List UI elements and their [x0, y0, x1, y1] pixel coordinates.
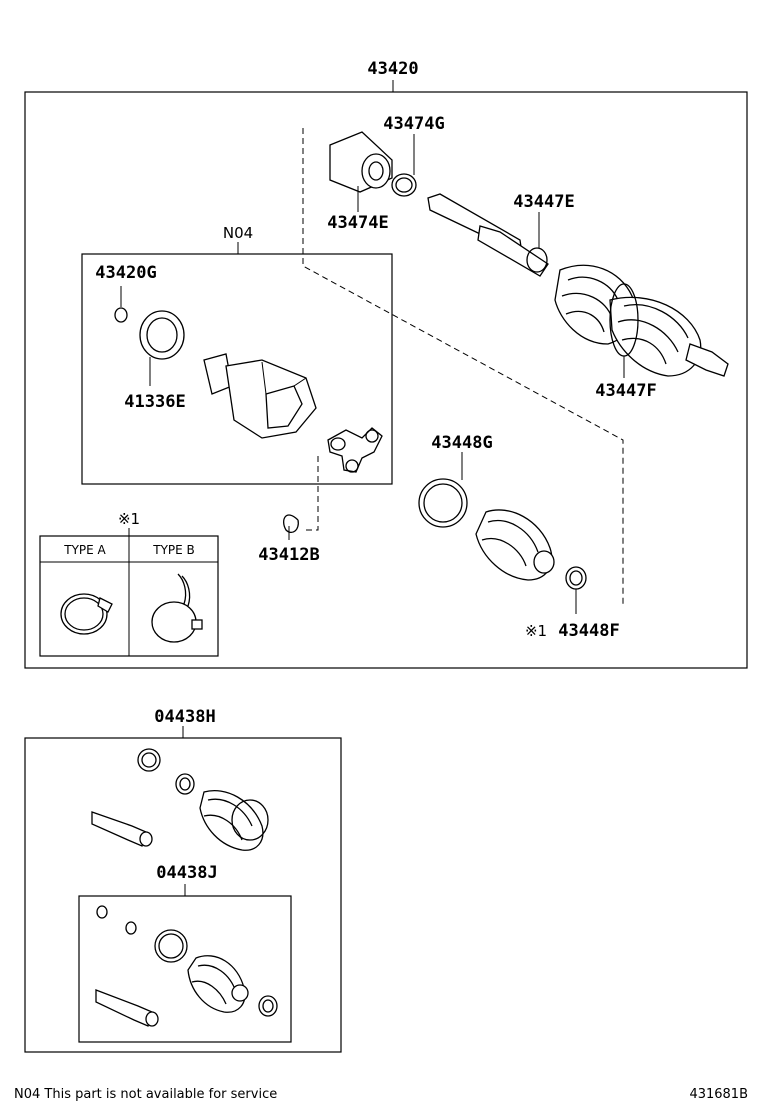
drive-shaft-part[interactable] [427, 193, 729, 377]
small-band-note-mark: ※1 [525, 622, 547, 640]
inner-boot-part[interactable] [475, 509, 555, 581]
label-04438H[interactable]: 04438H [154, 707, 215, 727]
label-43448F[interactable]: 43448F [558, 621, 619, 641]
kit-h-clamp-large [137, 748, 161, 772]
ring-41336E-part[interactable] [139, 310, 185, 360]
kit-j-grease-tube [95, 989, 159, 1027]
small-band-43448F-part[interactable] [565, 566, 587, 590]
label-43412B[interactable]: 43412B [258, 545, 319, 565]
type-a-clamp-icon [60, 593, 113, 635]
diagram-id: 431681B [689, 1087, 748, 1102]
label-43448G[interactable]: 43448G [431, 433, 492, 453]
type-a-label: TYPE A [63, 543, 106, 557]
boot-kit-outer-frame [24, 737, 342, 1053]
clamp-43474G-part[interactable] [391, 173, 417, 197]
kit-h-clamp-small [175, 773, 195, 795]
damper-part[interactable] [329, 131, 393, 193]
note-mark-1: ※1 [118, 510, 140, 528]
tripod-spider-part[interactable] [327, 427, 383, 473]
label-43474G[interactable]: 43474G [383, 114, 444, 134]
label-43447E[interactable]: 43447E [513, 192, 574, 212]
label-04438J[interactable]: 04438J [156, 863, 217, 883]
kit-j-clamp [258, 995, 278, 1017]
type-b-label: TYPE B [152, 543, 195, 557]
label-41336E[interactable]: 41336E [124, 392, 185, 412]
kit-h-boot [199, 790, 269, 851]
n04-frame [81, 253, 393, 485]
kit-j-band [154, 929, 188, 963]
snap-ring-43420G-part[interactable] [114, 307, 128, 323]
boot-kit-inner-frame [78, 895, 292, 1043]
kit-j-boot [187, 955, 249, 1013]
label-N04[interactable]: N04 [223, 224, 253, 242]
footer-note: N04 This part is not available for servi… [14, 1087, 277, 1102]
snap-ring-43412B-part[interactable] [283, 514, 299, 534]
assembly-frame [24, 91, 748, 669]
large-band-43448G-part[interactable] [418, 478, 468, 528]
kit-j-ring-1 [96, 905, 108, 919]
label-43447F[interactable]: 43447F [595, 381, 656, 401]
label-43420[interactable]: 43420 [367, 59, 418, 79]
tripod-housing-part[interactable] [203, 353, 317, 439]
kit-h-grease-tube [91, 811, 153, 847]
kit-j-ring-2 [125, 921, 137, 935]
type-b-clamp-icon [151, 573, 203, 643]
label-43474E[interactable]: 43474E [327, 213, 388, 233]
label-43420G[interactable]: 43420G [95, 263, 156, 283]
